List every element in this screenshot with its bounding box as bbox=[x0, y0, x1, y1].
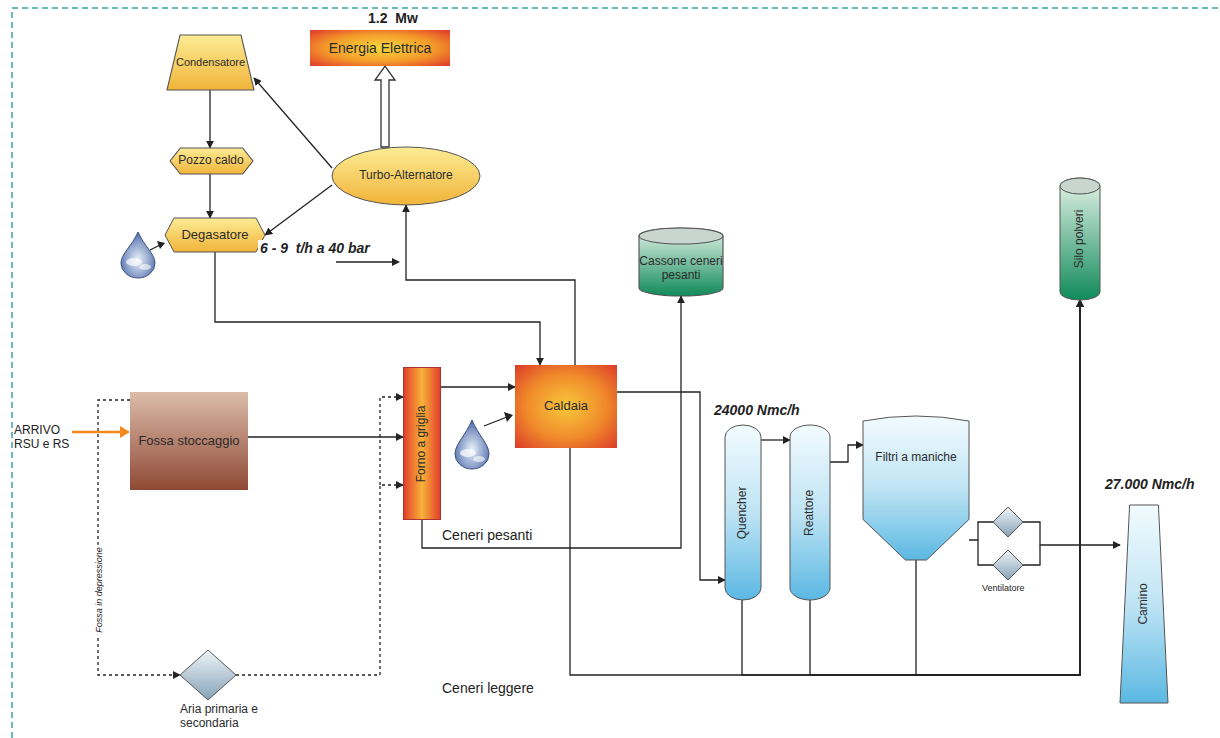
quencher-vessel: Quencher bbox=[725, 425, 761, 600]
node-label: Quencher bbox=[736, 486, 750, 539]
node-label: Filtri a maniche bbox=[875, 451, 956, 465]
flow-label: Ceneri pesanti bbox=[440, 527, 534, 543]
reactor-vessel: Reattore bbox=[790, 425, 830, 600]
water-drop bbox=[121, 232, 165, 278]
hotwell-box: Pozzo caldo bbox=[170, 148, 253, 174]
node-label: Silo polveri bbox=[1073, 210, 1087, 269]
condenser-box: Condensatore bbox=[167, 35, 254, 90]
flow-connector bbox=[441, 387, 515, 388]
node-label: Aria primaria e secondaria bbox=[180, 703, 280, 731]
boiler-box: Caldaia bbox=[515, 365, 617, 448]
deaerator-box: Degasatore bbox=[165, 218, 265, 252]
flow-connector bbox=[236, 397, 403, 675]
node-label: Degasatore bbox=[181, 228, 248, 243]
chimney: Camino bbox=[1120, 505, 1168, 703]
flow-connector bbox=[830, 445, 863, 462]
node-label: Forno a griglia bbox=[415, 405, 429, 482]
node-label: Pozzo caldo bbox=[178, 154, 243, 168]
furnace-box: Forno a griglia bbox=[403, 367, 441, 520]
flow-label: Fossa in depressione bbox=[94, 545, 104, 635]
flow-label: 6 - 9 t/h a 40 bar bbox=[258, 240, 372, 256]
node-label: Cassone ceneri pesanti bbox=[639, 255, 723, 283]
storage-pit: Fossa stoccaggio bbox=[130, 392, 248, 490]
flow-connector bbox=[617, 392, 725, 580]
annotation-label: ARRIVO RSU e RS bbox=[14, 424, 70, 452]
annotation-label: 1.2 Mw bbox=[368, 10, 418, 26]
flow-connector bbox=[406, 205, 575, 365]
annotation-label: Ventilatore bbox=[982, 583, 1025, 593]
turbine-ellipse: Turbo-Alternatore bbox=[332, 147, 480, 205]
fan-symbol bbox=[993, 507, 1023, 580]
dust-silo: Silo polveri bbox=[1060, 178, 1100, 300]
flow-label: 24000 Nmc/h bbox=[712, 402, 802, 418]
flow-connector bbox=[210, 90, 211, 148]
output-box: Energia Elettrica bbox=[310, 30, 450, 66]
flow-connector bbox=[742, 300, 1080, 675]
flow-connector bbox=[265, 185, 332, 235]
flow-label: 27.000 Nmc/h bbox=[1103, 476, 1197, 492]
ash-container: Cassone ceneri pesanti bbox=[639, 228, 723, 296]
funnel-outline bbox=[863, 415, 969, 560]
node-label: Fossa stoccaggio bbox=[138, 434, 239, 449]
flow-label: Ceneri leggere bbox=[440, 680, 536, 696]
node-label: Energia Elettrica bbox=[329, 40, 432, 56]
node-label: Camino bbox=[1137, 583, 1151, 624]
node-label: Reattore bbox=[803, 489, 817, 535]
node-label: Turbo-Alternatore bbox=[359, 169, 453, 183]
flow-connector bbox=[761, 440, 790, 441]
flow-connector bbox=[969, 522, 1120, 565]
flow-connector bbox=[210, 174, 211, 218]
node-label: Condensatore bbox=[176, 56, 245, 69]
flow-connector bbox=[254, 78, 332, 168]
air-fan: Aria primaria e secondaria bbox=[180, 650, 236, 700]
diam-outline bbox=[180, 650, 236, 700]
node-label: Caldaia bbox=[544, 399, 588, 414]
flow-connector bbox=[422, 296, 681, 548]
dashed-frame bbox=[12, 8, 1220, 738]
water-drop bbox=[455, 412, 513, 469]
flow-arrow bbox=[336, 258, 400, 266]
flow-connector bbox=[215, 252, 540, 365]
flow-connector bbox=[570, 300, 1080, 675]
flow-connector bbox=[810, 300, 1080, 675]
arrival-arrow bbox=[72, 426, 130, 438]
bag-filter: Filtri a maniche bbox=[863, 415, 969, 560]
flow-connector bbox=[375, 66, 395, 147]
